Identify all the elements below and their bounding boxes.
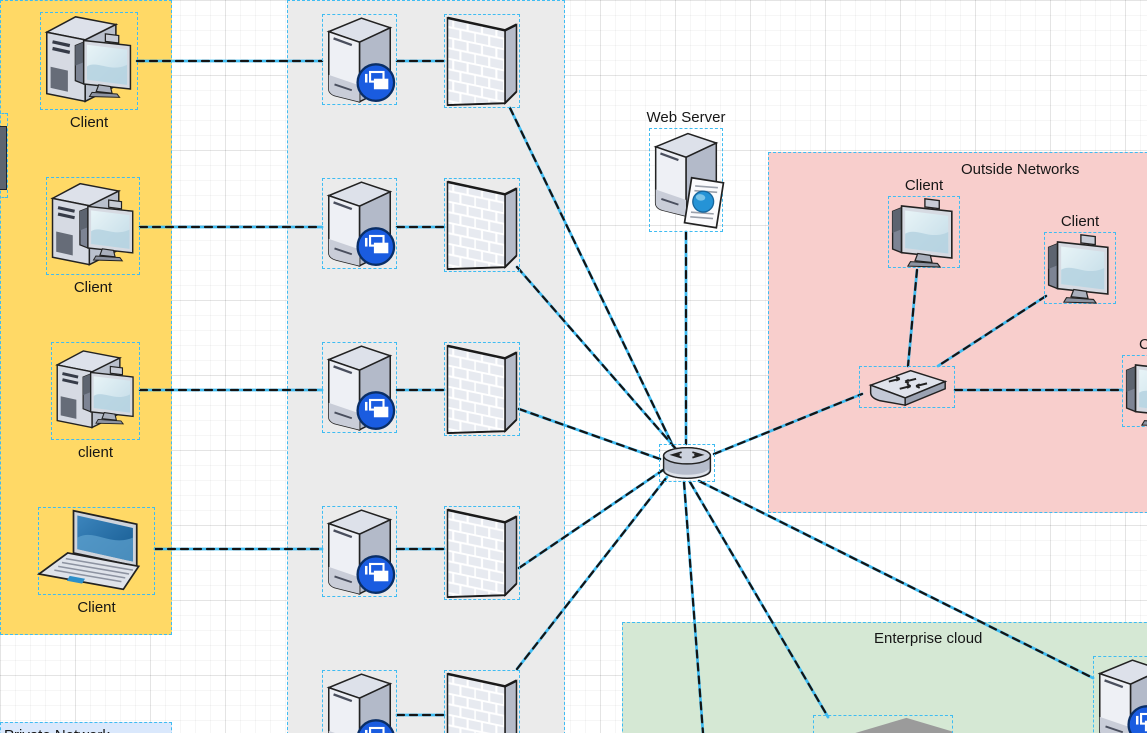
- web-server-label: Web Server: [646, 109, 726, 126]
- firewall-icon: [446, 672, 518, 733]
- lan-client-1-label: Client: [69, 114, 109, 131]
- outside-client-3-partial[interactable]: Client: [1122, 336, 1147, 427]
- outside-client-1-label: Client: [904, 177, 944, 194]
- cloud-box-icon: [850, 717, 952, 733]
- lan-client-laptop[interactable]: Client: [38, 507, 155, 616]
- lan-client-2[interactable]: Client: [46, 177, 140, 296]
- zone-outside-networks-label: Outside Networks: [961, 161, 1080, 178]
- firewall-icon: [446, 16, 518, 107]
- outside-client-3-label: Client: [1139, 336, 1147, 353]
- edge-switch-outside-client1[interactable]: [906, 268, 919, 368]
- proxy-server-2[interactable]: [322, 178, 397, 269]
- monitor-icon: [1047, 233, 1109, 304]
- web-server[interactable]: Web Server: [647, 109, 725, 232]
- desktop-pc-icon: [52, 343, 139, 439]
- zone-private-network[interactable]: Private Network: [0, 722, 172, 733]
- firewall-icon: [446, 180, 518, 271]
- outside-client-2[interactable]: Client: [1044, 213, 1116, 304]
- lan-client-2-label: Client: [73, 279, 113, 296]
- lan-client-3-label: client: [77, 444, 114, 461]
- desktop-pc-icon: [47, 178, 139, 274]
- lan-client-laptop-label: Client: [77, 599, 116, 616]
- zone-enterprise-cloud[interactable]: Enterprise cloud: [622, 622, 1147, 733]
- proxy-server-1[interactable]: [322, 14, 397, 105]
- proxy-server-icon: [323, 179, 396, 268]
- edge-firewall5-router[interactable]: [515, 475, 669, 671]
- web-server-icon: [650, 129, 722, 231]
- edge-router-cloud-server[interactable]: [697, 479, 1095, 680]
- proxy-server-icon: [1094, 657, 1147, 733]
- edge-switch-outside-client2[interactable]: [936, 294, 1048, 368]
- proxy-server-icon: [323, 15, 396, 104]
- firewall-4[interactable]: [444, 506, 520, 600]
- zone-outside-networks[interactable]: Outside Networks: [768, 152, 1147, 513]
- lan-client-1[interactable]: Client: [40, 12, 138, 131]
- cloud-shape-partial[interactable]: [813, 715, 953, 733]
- network-switch[interactable]: [859, 366, 955, 408]
- cloud-server-partial[interactable]: [1093, 656, 1147, 733]
- edge-router-switch[interactable]: [712, 392, 864, 456]
- firewall-5[interactable]: [444, 670, 520, 733]
- router[interactable]: [659, 444, 715, 482]
- proxy-server-3[interactable]: [322, 342, 397, 433]
- switch-icon: [869, 369, 947, 407]
- outside-client-1[interactable]: Client: [888, 177, 960, 268]
- lan-client-3[interactable]: client: [51, 342, 140, 461]
- proxy-server-icon: [323, 343, 396, 432]
- proxy-server-5[interactable]: [322, 670, 397, 733]
- edge-firewall4-router[interactable]: [517, 468, 665, 570]
- zone-private-network-label: Private Network: [4, 727, 110, 733]
- partial-node-left-edge[interactable]: [0, 113, 8, 198]
- proxy-server-icon: [323, 507, 396, 596]
- firewall-2[interactable]: [444, 178, 520, 272]
- edge-router-cloud-shape[interactable]: [688, 480, 830, 719]
- edge-firewall3-router[interactable]: [517, 407, 662, 461]
- desktop-pc-icon: [41, 13, 137, 109]
- partial-client-sliver: [0, 126, 7, 190]
- monitor-icon: [891, 197, 953, 268]
- proxy-server-4[interactable]: [322, 506, 397, 597]
- proxy-server-icon: [323, 671, 396, 733]
- monitor-icon: [1125, 356, 1147, 427]
- edge-router-down[interactable]: [682, 480, 705, 733]
- firewall-icon: [446, 508, 518, 599]
- edge-firewall2-router[interactable]: [515, 265, 678, 451]
- firewall-icon: [446, 344, 518, 435]
- outside-client-2-label: Client: [1060, 213, 1100, 230]
- zone-enterprise-cloud-label: Enterprise cloud: [874, 630, 983, 647]
- firewall-3[interactable]: [444, 342, 520, 436]
- laptop-icon: [38, 509, 140, 591]
- router-icon: [662, 446, 712, 480]
- firewall-1[interactable]: [444, 14, 520, 108]
- edge-firewall1-router[interactable]: [508, 106, 675, 448]
